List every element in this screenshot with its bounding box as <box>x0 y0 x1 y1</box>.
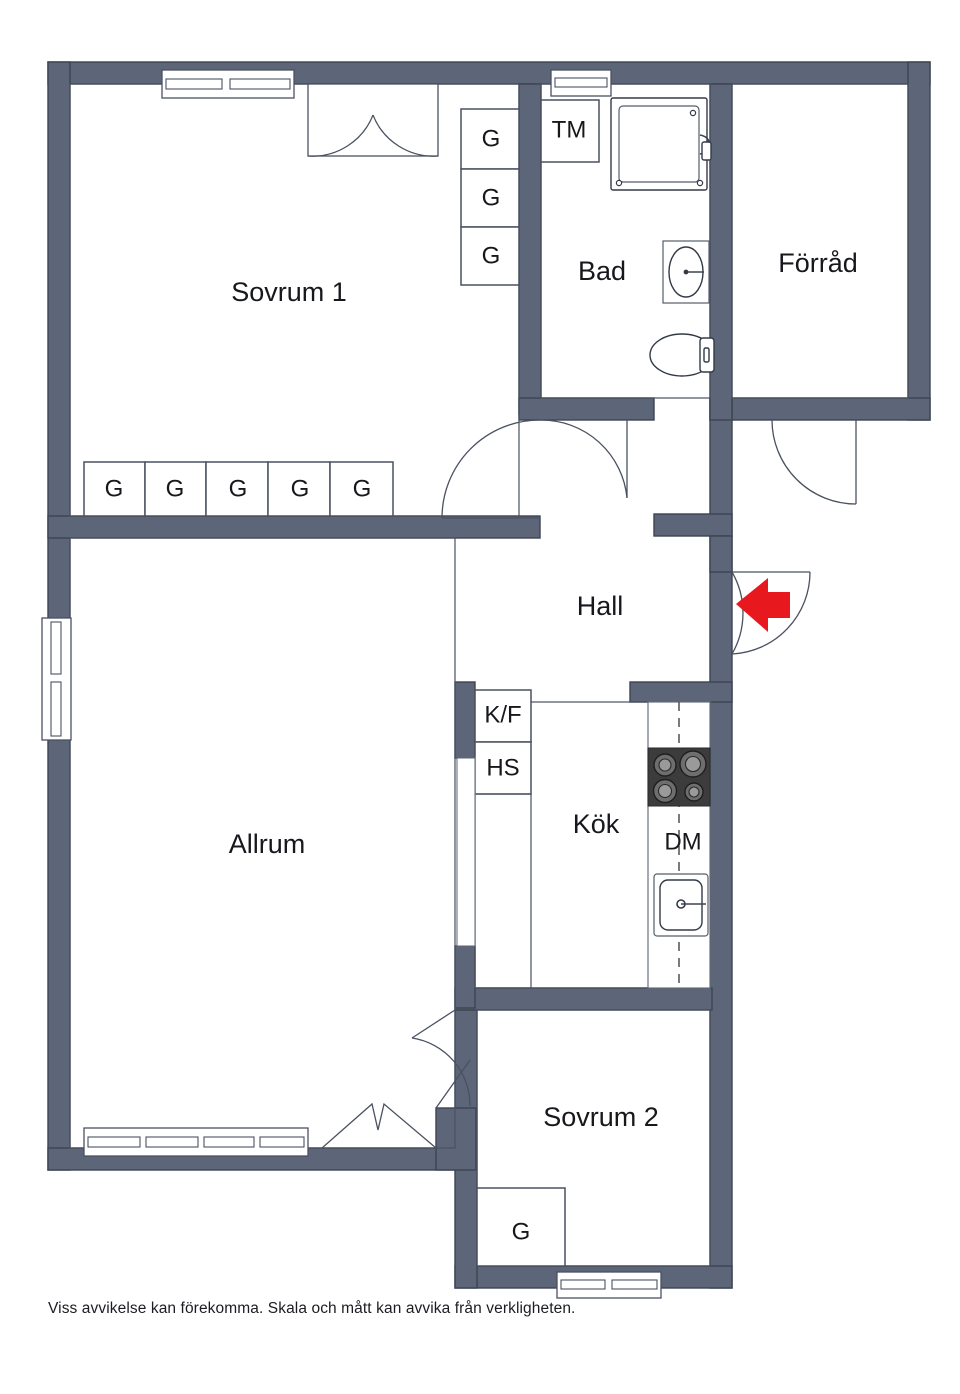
appliance-label-tm: TM <box>552 116 587 143</box>
hs-box <box>474 741 532 795</box>
room-label-sovrum1: Sovrum 1 <box>231 277 347 307</box>
kf-box <box>474 689 532 743</box>
room-label-hall: Hall <box>577 591 624 621</box>
closet-label-sovrum1-3: G <box>482 242 501 269</box>
closet-label-allrum-4: G <box>291 475 310 502</box>
door-hall-allrum-swing <box>441 419 541 519</box>
appliance-labels: TM K/F HS DM <box>484 116 701 855</box>
room-label-bad: Bad <box>578 256 626 286</box>
closet-label-sovrum1-1: G <box>482 125 501 152</box>
closet-label-allrum-3: G <box>229 475 248 502</box>
doors <box>307 83 857 1149</box>
closet-label-sovrum2: G <box>512 1218 531 1245</box>
shower-cabin-icon <box>610 97 712 191</box>
door-forrad-swing <box>771 419 857 505</box>
entry-arrow-icon <box>736 578 790 632</box>
room-label-forrad: Förråd <box>778 248 858 278</box>
disclaimer-caption: Viss avvikelse kan förekomma. Skala och … <box>48 1300 576 1317</box>
closet-column-sovrum1 <box>460 108 520 286</box>
window-allrum-south <box>83 1127 309 1157</box>
closet-row-allrum <box>83 461 394 517</box>
toilet-icon <box>649 333 715 377</box>
closets <box>83 108 566 1267</box>
room-label-kok: Kök <box>573 809 620 839</box>
kitchen-wall-opening <box>456 757 476 947</box>
kitchen-fixtures <box>647 701 711 989</box>
door-allrum-south-double <box>321 1059 471 1149</box>
room-label-allrum: Allrum <box>229 829 306 859</box>
closet-label-allrum-2: G <box>166 475 185 502</box>
wash-basin-icon <box>662 240 710 304</box>
window-allrum-west <box>41 617 72 741</box>
cooktop-icon <box>647 747 711 807</box>
closet-label-sovrum1-2: G <box>482 184 501 211</box>
door-sovrum1-french <box>307 83 439 157</box>
window-sovrum1-north <box>161 69 295 99</box>
appliance-label-dm: DM <box>664 828 701 855</box>
windows <box>41 69 662 1299</box>
window-sovrum2-south <box>556 1271 662 1299</box>
appliance-label-hs: HS <box>486 754 519 781</box>
appliance-label-kf: K/F <box>484 701 521 728</box>
closet-labels: G G G G G G G G G <box>105 125 531 1245</box>
room-label-sovrum2: Sovrum 2 <box>543 1102 659 1132</box>
bathroom-fixtures <box>610 97 715 377</box>
kitchen-sink-icon <box>653 873 709 937</box>
closet-label-allrum-5: G <box>353 475 372 502</box>
door-bad-swing <box>540 419 628 499</box>
window-bad-north <box>550 69 612 97</box>
door-sovrum2-swing <box>411 1009 471 1107</box>
closet-sovrum2 <box>476 1187 566 1267</box>
door-entry <box>731 571 811 655</box>
closet-label-allrum-1: G <box>105 475 124 502</box>
room-labels: Sovrum 1 Bad Förråd Hall Allrum Kök Sovr… <box>229 248 858 1132</box>
tm-box <box>540 99 600 163</box>
appliance-boxes <box>456 99 600 989</box>
